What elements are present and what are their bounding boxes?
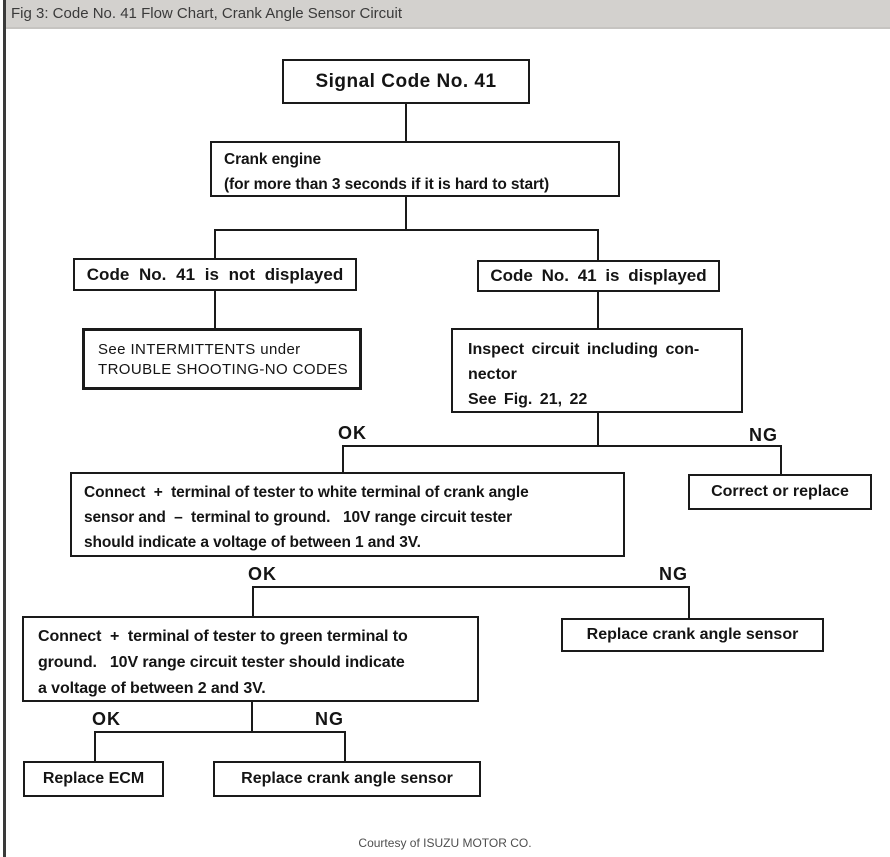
node-inspect-circuit: Inspect circuit including con- nector Se… bbox=[451, 328, 743, 413]
node-signal-code: Signal Code No. 41 bbox=[282, 59, 530, 104]
figure-title: Fig 3: Code No. 41 Flow Chart, Crank Ang… bbox=[11, 5, 403, 22]
node-crank-engine-line2: (for more than 3 seconds if it is hard t… bbox=[224, 176, 550, 193]
branch-label-ok-1: OK bbox=[338, 423, 367, 443]
node-test-white-terminal-line3: should indicate a voltage of between 1 a… bbox=[84, 534, 421, 551]
connector-okng-horizontal-2 bbox=[252, 586, 690, 588]
figure-title-bar: Fig 3: Code No. 41 Flow Chart, Crank Ang… bbox=[6, 0, 890, 29]
branch-label-ng-1: NG bbox=[749, 425, 778, 445]
node-replace-crank-angle-sensor-mid-text: Replace crank angle sensor bbox=[586, 626, 799, 643]
connector-displayed-to-inspect bbox=[597, 292, 599, 328]
node-replace-ecm: Replace ECM bbox=[23, 761, 164, 797]
node-replace-crank-angle-sensor-mid: Replace crank angle sensor bbox=[561, 618, 824, 652]
connector-ng1-drop bbox=[780, 445, 782, 474]
node-test-green-terminal-line3: a voltage of between 2 and 3V. bbox=[38, 680, 266, 697]
node-test-green-terminal-line1: Connect + terminal of tester to green te… bbox=[38, 628, 408, 645]
node-crank-engine-line1: Crank engine bbox=[224, 151, 321, 168]
node-test-white-terminal: Connect + terminal of tester to white te… bbox=[70, 472, 625, 557]
node-test-white-terminal-line2: sensor and – terminal to ground. 10V ran… bbox=[84, 509, 513, 526]
node-crank-engine: Crank engine (for more than 3 seconds if… bbox=[210, 141, 620, 197]
connector-okng-horizontal-3 bbox=[94, 731, 346, 733]
branch-label-ng-2: NG bbox=[659, 564, 688, 584]
node-inspect-circuit-line3: See Fig. 21, 22 bbox=[468, 391, 588, 408]
connector-signal-to-crank bbox=[405, 103, 407, 141]
node-replace-crank-angle-sensor-bottom-text: Replace crank angle sensor bbox=[241, 770, 453, 787]
node-code-displayed: Code No. 41 is displayed bbox=[477, 260, 720, 292]
node-see-intermittents-line2: TROUBLE SHOOTING-NO CODES bbox=[98, 361, 349, 378]
branch-label-ok-3: OK bbox=[92, 709, 121, 729]
connector-drop-not-displayed bbox=[214, 229, 216, 258]
node-correct-or-replace: Correct or replace bbox=[688, 474, 872, 510]
node-signal-code-text: Signal Code No. 41 bbox=[315, 70, 497, 92]
connector-ok3-drop bbox=[94, 731, 96, 761]
courtesy-credit: Courtesy of ISUZU MOTOR CO. bbox=[358, 836, 532, 850]
node-test-green-terminal-line2: ground. 10V range circuit tester should … bbox=[38, 654, 405, 671]
connector-drop-displayed bbox=[597, 229, 599, 260]
left-border-rule bbox=[3, 0, 6, 857]
connector-okng-horizontal-1 bbox=[342, 445, 782, 447]
node-see-intermittents-line1: See INTERMITTENTS under bbox=[98, 341, 301, 358]
node-code-not-displayed-text: Code No. 41 is not displayed bbox=[86, 264, 344, 284]
connector-crank-down bbox=[405, 197, 407, 231]
connector-ok1-drop bbox=[342, 445, 344, 472]
node-code-not-displayed: Code No. 41 is not displayed bbox=[73, 258, 357, 291]
node-replace-ecm-text: Replace ECM bbox=[42, 770, 145, 787]
node-see-intermittents: See INTERMITTENTS under TROUBLE SHOOTING… bbox=[82, 328, 362, 390]
node-test-white-terminal-line1: Connect + terminal of tester to white te… bbox=[84, 484, 529, 501]
branch-label-ng-3: NG bbox=[315, 709, 344, 729]
node-correct-or-replace-text: Correct or replace bbox=[711, 483, 849, 500]
connector-green-down bbox=[251, 702, 253, 733]
node-replace-crank-angle-sensor-bottom: Replace crank angle sensor bbox=[213, 761, 481, 797]
node-inspect-circuit-line2: nector bbox=[468, 366, 517, 383]
connector-inspect-down bbox=[597, 413, 599, 446]
connector-ok2-drop bbox=[252, 586, 254, 616]
node-code-displayed-text: Code No. 41 is displayed bbox=[490, 266, 707, 285]
connector-ng3-drop bbox=[344, 731, 346, 761]
node-inspect-circuit-line1: Inspect circuit including con- bbox=[468, 341, 700, 358]
node-test-green-terminal: Connect + terminal of tester to green te… bbox=[22, 616, 479, 702]
branch-label-ok-2: OK bbox=[248, 564, 277, 584]
connector-notdisplayed-to-intermittents bbox=[214, 291, 216, 328]
connector-split-horizontal bbox=[214, 229, 599, 231]
connector-ng2-drop bbox=[688, 586, 690, 618]
